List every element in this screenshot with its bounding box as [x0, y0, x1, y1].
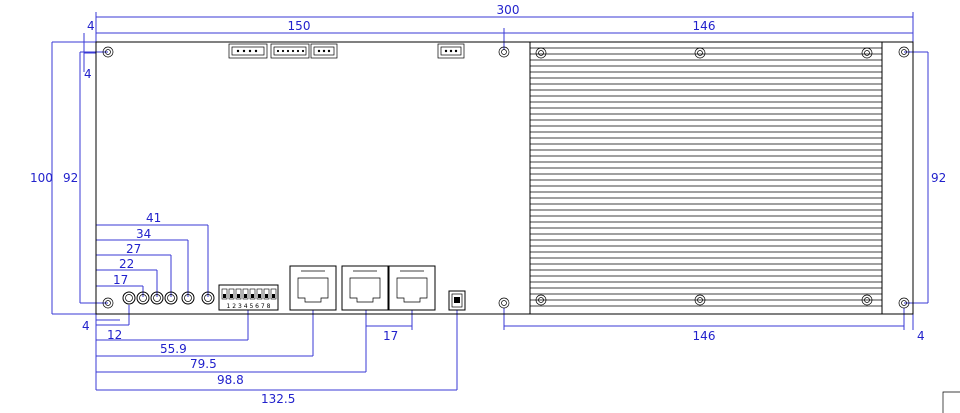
heatsink	[529, 41, 883, 315]
heatsink-screw-icon	[861, 294, 873, 306]
dip-switch-lever	[223, 294, 226, 298]
dim-hole-pitch-right: 92	[931, 171, 946, 185]
dim-led-12: 12	[107, 328, 122, 342]
dim-hole-offset-top-y: 4	[84, 67, 92, 81]
dim-rj45-2: 98.8	[217, 373, 244, 387]
dim-led-17: 17	[113, 273, 128, 287]
mounting-hole-icon	[498, 46, 510, 58]
dim-heatsink-width-bottom: 146	[693, 329, 716, 343]
dim-hole-offset-bottom-right: 4	[917, 329, 925, 343]
dim-rj45-pitch: 17	[383, 329, 398, 343]
dip-switch-lever	[237, 294, 240, 298]
board	[95, 41, 914, 315]
dim-heatsink-width-top: 146	[693, 19, 716, 33]
dim-led-27: 27	[126, 242, 141, 256]
dim-hole-pitch-left: 92	[63, 171, 78, 185]
heatsink-screw-icon	[861, 47, 873, 59]
dip-switch-lever	[265, 294, 268, 298]
dimension-lines	[51, 12, 929, 391]
led-icon	[122, 291, 136, 305]
mounting-hole-icon	[898, 46, 910, 58]
rj45-port-icon	[388, 265, 436, 311]
dim-hole-offset-bottom-left: 4	[82, 319, 90, 333]
heatsink-screw-icon	[694, 47, 706, 59]
corner-mark	[942, 391, 960, 413]
dim-led-34: 34	[136, 227, 151, 241]
heatsink-screw-icon	[694, 294, 706, 306]
led-icon	[136, 291, 150, 305]
connector-icon	[270, 43, 310, 59]
led-icon	[181, 291, 195, 305]
front-panel: 1 2 3 4 5 6 7 8	[122, 265, 466, 311]
dip-switch-lever	[244, 294, 247, 298]
dim-usb: 132.5	[261, 392, 295, 406]
heatsink-screw-icon	[535, 294, 547, 306]
rj45-port-icon	[341, 265, 389, 311]
dip-switch-lever	[230, 294, 233, 298]
connector-icon	[228, 43, 268, 59]
connector-icon	[310, 43, 338, 59]
dim-overall-height: 100	[30, 171, 53, 185]
dimension-labels: 300 150 146 4 4 100 92 92 146 4 4 12 17 …	[30, 3, 946, 406]
mounting-hole-icon	[498, 297, 510, 309]
dip-switch-numbers: 1 2 3 4 5 6 7 8	[227, 303, 271, 310]
heatsink-screw-icon	[535, 47, 547, 59]
dim-hole-offset-top-x: 4	[87, 19, 95, 33]
dip-switch-lever	[251, 294, 254, 298]
dim-overall-width: 300	[497, 3, 520, 17]
led-icon	[201, 291, 215, 305]
dip-switch-lever	[258, 294, 261, 298]
dim-led-22: 22	[119, 257, 134, 271]
led-icon	[164, 291, 178, 305]
dip-switch: 1 2 3 4 5 6 7 8	[218, 284, 279, 311]
usb-port-icon	[448, 290, 466, 311]
dim-top-half-width: 150	[288, 19, 311, 33]
led-icon	[150, 291, 164, 305]
mounting-hole-icon	[102, 297, 114, 309]
rj45-port-icon	[289, 265, 337, 311]
connector-icon	[437, 43, 465, 59]
dim-led-41: 41	[146, 211, 161, 225]
mounting-hole-icon	[898, 297, 910, 309]
dip-switch-lever	[272, 294, 275, 298]
dim-rj45-1: 79.5	[190, 357, 217, 371]
top-connectors	[228, 43, 465, 59]
heatsink-fins	[530, 47, 882, 307]
dim-dip-switch: 55.9	[160, 342, 187, 356]
mounting-hole-icon	[102, 46, 114, 58]
